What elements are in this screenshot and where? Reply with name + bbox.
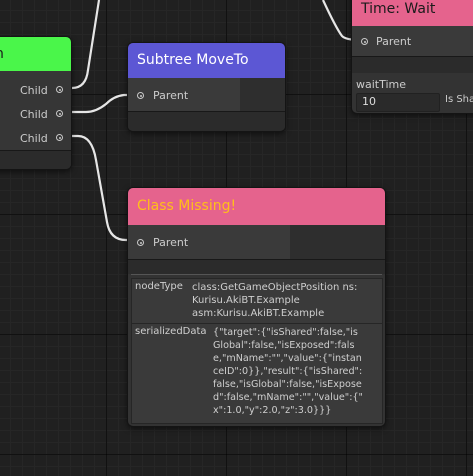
value-line: false,"isGlobal":false,"isExpose [213,379,362,390]
port-circle-icon[interactable] [56,86,63,93]
output-port-child-2[interactable]: Child [0,102,71,130]
value-line: ceID":0}},"result":{"isShared": [213,366,363,377]
wait-time-input[interactable]: 10 [356,93,440,112]
header-text-fragment: n [0,46,4,62]
wire-child1-to-upper [63,0,101,90]
port-label: Child [20,84,48,97]
input-port-parent[interactable]: Parent [352,28,473,56]
output-port-child-3[interactable]: Child [0,126,71,154]
value-line: class:GetGameObjectPosition ns: [192,282,358,293]
value-line: d":false,"mName":"","value":{" [213,392,363,403]
serialized-data-value[interactable]: {"target":{"isShared":false,"is Global":… [213,326,363,417]
node-type-field: nodeType class:GetGameObjectPosition ns:… [131,278,383,324]
input-port-parent[interactable]: Parent [128,81,240,109]
node-type-label: nodeType [135,281,183,292]
value-line: asm:Kurisu.AkiBT.Example [192,308,325,319]
node-title: Time: Wait [352,0,473,26]
node-separator [128,259,385,274]
value-line: e,"mName":"","value":{"instan [213,353,362,364]
input-port-parent[interactable]: Parent [128,228,290,256]
value-line: {"target":{"isShared":false,"is [213,327,358,338]
wire-child3-to-missing [63,134,136,242]
wire-child2-to-subtree [63,93,136,114]
wait-node[interactable]: Time: Wait Parent waitTime 10 Is Sha [351,0,473,114]
value-line: x":1.0,"y":2.0,"z":3.0}}} [213,405,332,416]
composite-node[interactable]: n Child Child Child [0,36,72,170]
node-title: Subtree MoveTo [128,43,285,78]
wait-time-label: waitTime [356,78,407,91]
port-label: Parent [153,89,189,102]
node-footer [352,56,473,73]
port-label: Child [20,108,48,121]
input-port-container [128,78,240,111]
output-port-child-1[interactable]: Child [0,78,71,106]
serialized-data-field: serializedData {"target":{"isShared":fal… [131,323,383,424]
node-title: Class Missing! [128,188,385,225]
separator-line [131,274,382,275]
port-label: Parent [153,236,189,249]
port-circle-icon[interactable] [56,134,63,141]
class-missing-node[interactable]: Class Missing! Parent nodeType class:Get… [127,187,386,427]
serialized-data-label: serializedData [135,326,207,337]
input-port-container [352,26,473,56]
node-footer [128,111,285,131]
wait-time-value: 10 [362,95,376,108]
value-line: Kurisu.AkiBT.Example [192,295,300,306]
output-port-container [290,225,385,259]
input-port-container [128,225,290,259]
port-circle-icon[interactable] [361,38,368,45]
subtree-node[interactable]: Subtree MoveTo Parent [127,42,286,132]
port-circle-icon[interactable] [137,92,144,99]
port-circle-icon[interactable] [137,239,144,246]
port-label: Child [20,132,48,145]
port-label: Parent [376,35,412,48]
composite-footer [0,150,71,169]
port-circle-icon[interactable] [56,110,63,117]
composite-node-header: n [0,37,71,71]
output-port-container [240,78,285,111]
is-shared-label: Is Sha [445,94,473,105]
node-type-value: class:GetGameObjectPosition ns: Kurisu.A… [192,281,357,320]
value-line: Global":false,"isExposed":fals [213,340,355,351]
